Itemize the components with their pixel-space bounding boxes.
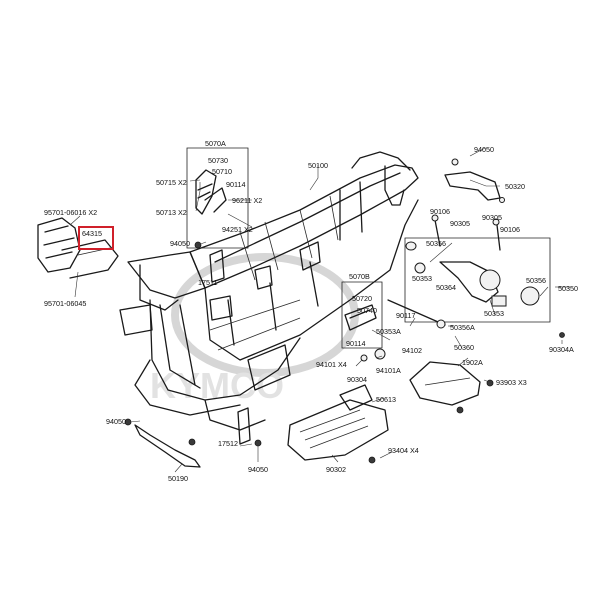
label-50730: 50730 <box>208 156 228 165</box>
label-90114-lower: 90114 <box>346 339 365 348</box>
label-50320: 50320 <box>505 182 525 191</box>
bracket-50320 <box>444 158 505 203</box>
label-50100: 50100 <box>308 161 328 170</box>
label-95701-06045: 95701-06045 <box>44 299 86 308</box>
footrest-5070a <box>186 147 249 249</box>
label-94050-bottom: 94050 <box>248 465 268 474</box>
bracket-64315 <box>37 217 119 279</box>
label-94050-lower-left: 94050 <box>106 417 126 426</box>
label-50356a: 50356A <box>450 323 475 332</box>
label-50356-right: 50356 <box>526 276 546 285</box>
label-50740: 50740 <box>357 306 377 315</box>
label-90305-left: 90305 <box>450 219 470 228</box>
label-50710: 50710 <box>212 167 232 176</box>
watermark: KYMCO <box>150 253 359 406</box>
label-50713: 50713 X2 <box>156 208 187 217</box>
label-5070a: 5070A <box>205 139 226 148</box>
under-cover-1902a <box>409 361 481 406</box>
label-50350: 50350 <box>558 284 578 293</box>
label-1902a: 1902A <box>462 358 483 367</box>
label-90304a: 90304A <box>549 345 574 354</box>
label-94251: 94251 X2 <box>222 225 253 234</box>
label-96211: 96211 X2 <box>232 196 262 205</box>
label-50613: 50613 <box>376 395 396 404</box>
label-50720: 50720 <box>352 294 372 303</box>
label-17511: 17511 <box>198 278 217 287</box>
strip-50190 <box>134 424 201 468</box>
label-5070b: 5070B <box>349 272 370 281</box>
label-50190: 50190 <box>168 474 188 483</box>
label-93404: 93404 X4 <box>388 446 419 455</box>
label-94050-mid: 94050 <box>170 239 190 248</box>
label-90106-left: 90106 <box>430 207 450 216</box>
brackets-17511-17512 <box>209 249 251 445</box>
label-94050-top: 94050 <box>474 145 494 154</box>
leader-lines <box>69 147 570 473</box>
label-90114: 90114 <box>226 180 245 189</box>
label-64315: 64315 <box>82 229 102 238</box>
label-90305-right: 90305 <box>482 213 502 222</box>
rod-90117 <box>387 299 446 329</box>
label-94101a: 94101A <box>376 366 401 375</box>
floor-cover-90302 <box>287 384 389 461</box>
label-50353-left: 50353 <box>412 274 432 283</box>
label-90302: 90302 <box>326 465 346 474</box>
label-50353a: 50353A <box>376 327 401 336</box>
stand-assembly-50350 <box>404 237 551 323</box>
label-90304: 90304 <box>347 375 367 384</box>
label-50715: 50715 X2 <box>156 178 187 187</box>
main-frame <box>119 151 419 431</box>
highlight-box <box>78 226 114 250</box>
footrest-5070b <box>341 281 383 349</box>
label-90106-right: 90106 <box>500 225 520 234</box>
label-90117: 90117 <box>396 311 415 320</box>
bolts-right <box>431 214 501 251</box>
label-94102: 94102 <box>402 346 422 355</box>
label-50364: 50364 <box>436 283 456 292</box>
label-17512: 17512 <box>218 439 238 448</box>
part-labels: 5070A 50730 50710 90114 50715 X2 50713 X… <box>44 139 578 483</box>
label-50356-top: 50356 <box>426 239 446 248</box>
label-50360: 50360 <box>454 343 474 352</box>
label-93903: 93903 X3 <box>496 378 527 387</box>
small-parts <box>124 241 565 464</box>
label-95701-06016: 95701-06016 X2 <box>44 208 97 217</box>
label-94101-x4: 94101 X4 <box>316 360 347 369</box>
label-50353-bottom: 50353 <box>484 309 504 318</box>
